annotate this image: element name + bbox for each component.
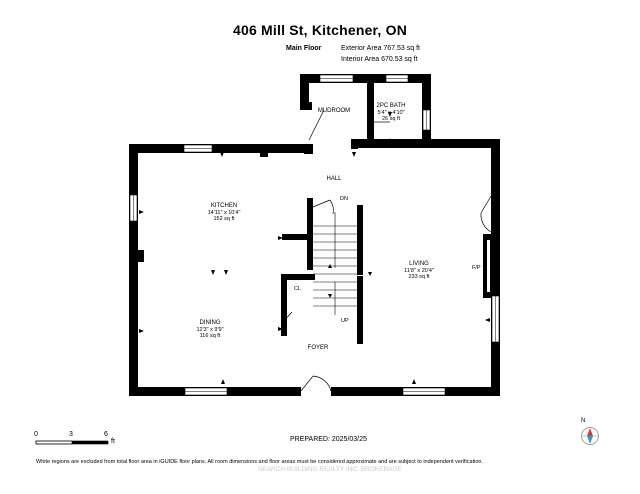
compass-north-label: N — [581, 418, 586, 424]
wall-north-left — [129, 144, 313, 153]
scale-label-3: 3 — [69, 431, 73, 438]
footer-note: White regions are excluded from total fl… — [36, 459, 483, 465]
scale-bar — [35, 440, 109, 445]
compass-icon — [581, 427, 599, 445]
wall-east — [491, 139, 500, 396]
fireplace-label: F/P — [472, 265, 481, 271]
prepared-date: PREPARED: 2025/03/25 — [290, 436, 367, 443]
room-closet: CL — [294, 286, 302, 292]
room-kitchen: KITCHEN 14'11" x 10'4" 152 sq ft — [207, 203, 241, 222]
room-living: LIVING 11'8" x 20'4" 233 sq ft — [404, 261, 434, 280]
room-foyer: FOYER — [307, 345, 329, 351]
scale-unit: ft — [111, 438, 115, 445]
floor-name: Main Floor — [286, 45, 322, 52]
stairs-down-label: DN — [340, 196, 348, 202]
wall-bath-west — [367, 74, 374, 142]
interior-area: Interior Area 670.53 sq ft — [341, 56, 418, 63]
wall-add-west — [300, 74, 309, 110]
plan-title: 406 Mill St, Kitchener, ON — [232, 22, 408, 38]
stairs-up-label: UP — [341, 318, 349, 324]
room-dining: DINING 12'3" x 9'9" 116 sq ft — [196, 320, 224, 339]
room-hall: HALL — [326, 176, 342, 182]
watermark: SEARCH BUILDING REALTY INC. BROKERAGE — [258, 466, 402, 473]
wall-west — [129, 144, 138, 396]
scale-label-6: 6 — [104, 431, 108, 438]
wall-add-north — [300, 74, 431, 83]
room-mudroom: MUDROOM — [317, 108, 351, 114]
wall-mud-stub — [300, 102, 312, 110]
exterior-area: Exterior Area 767.53 sq ft — [341, 45, 420, 52]
room-2pc-bath: 2PC BATH 5'4" x 4'10" 26 sq ft — [376, 103, 406, 122]
scale-label-0: 0 — [34, 431, 38, 438]
